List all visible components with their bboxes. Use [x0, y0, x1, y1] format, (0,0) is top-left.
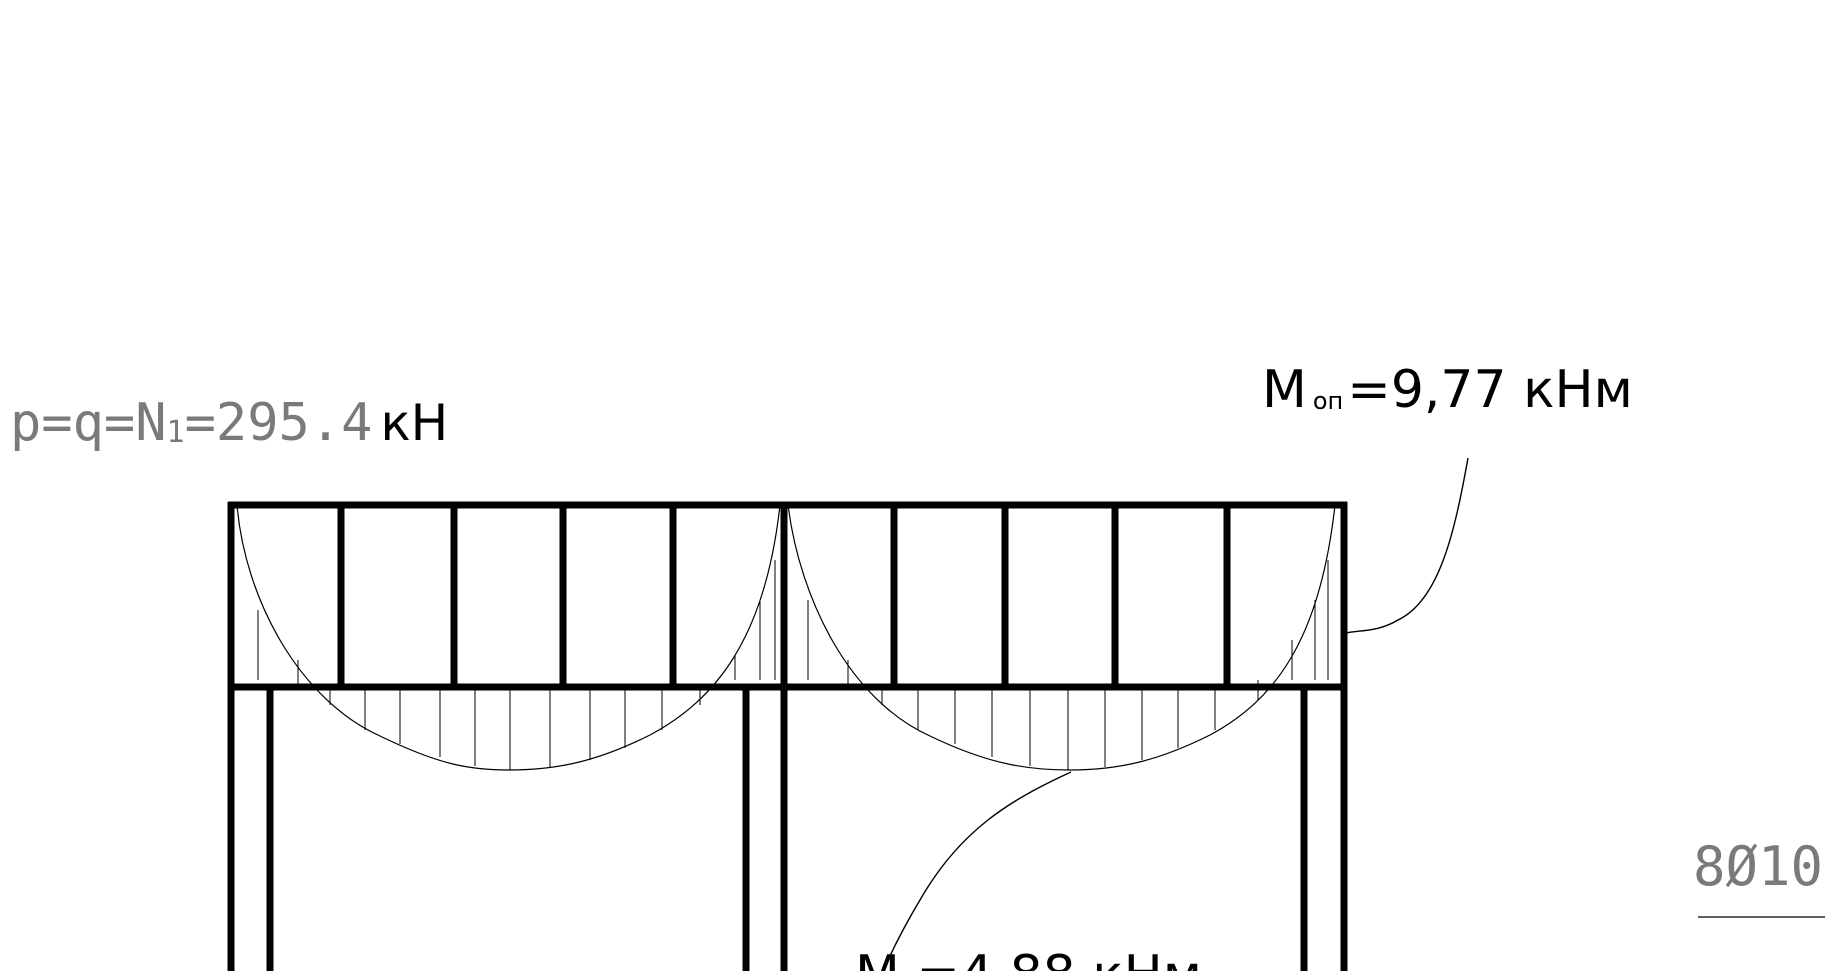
- load-label-value: =295.4: [185, 393, 373, 453]
- frame: [227, 501, 1348, 971]
- span-moment-leader: [887, 771, 1072, 961]
- load-label-unit: кН: [380, 394, 448, 452]
- moment-curve-left: [236, 504, 781, 771]
- moment-hatching: [257, 560, 1329, 770]
- load-label-prefix: p=q=N: [10, 393, 167, 453]
- moment-diagram: [236, 504, 1336, 771]
- support-moment-value: =9,77 кНм: [1347, 360, 1633, 420]
- support-moment-symbol: M: [1262, 360, 1307, 420]
- moment-curve-right: [787, 504, 1336, 771]
- span-moment-label: M =4,88 кНм: [855, 945, 1202, 971]
- load-label-subscript: 1: [167, 415, 185, 450]
- rebar-label: 8Ø10: [1693, 835, 1823, 898]
- support-moment-leader: [1345, 457, 1469, 634]
- support-moment-subscript: оп: [1313, 387, 1343, 415]
